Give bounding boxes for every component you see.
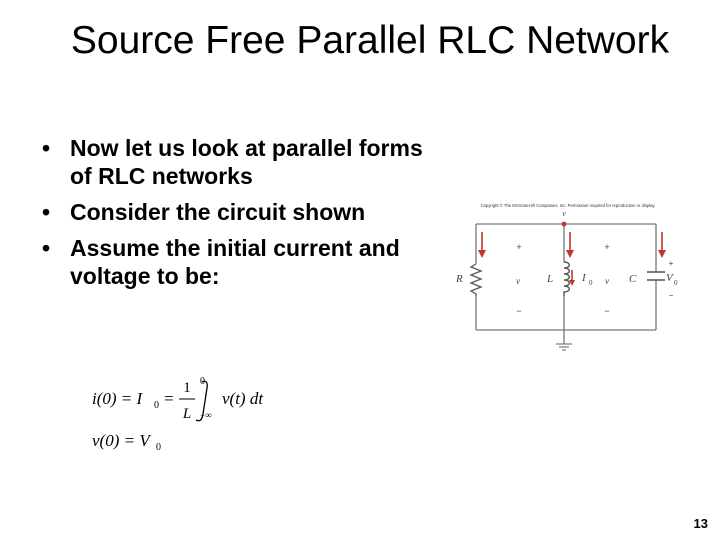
initial-current-label: I <box>581 272 587 284</box>
equation-1-rhs: v(t) dt <box>222 389 264 408</box>
integral-sign-icon <box>195 380 208 422</box>
node-dot <box>561 221 567 227</box>
bullet-glyph: • <box>42 199 51 225</box>
polarity-plus-mid: + <box>604 242 609 252</box>
equation-1-lhs: i(0) = I <box>92 389 144 408</box>
equation-2-subscript: 0 <box>156 442 161 453</box>
initial-voltage-label: V <box>666 272 674 284</box>
polarity-minus-mid: − <box>604 306 609 316</box>
integral-lower-limit: −∞ <box>200 410 212 420</box>
bullet-item: • Consider the circuit shown <box>42 198 442 226</box>
bullet-list: • Now let us look at parallel forms of R… <box>42 134 442 298</box>
bullet-item: • Assume the initial current and voltage… <box>42 234 442 290</box>
polarity-plus-right: + <box>669 259 674 268</box>
polarity-minus-left: − <box>516 306 521 316</box>
page-number: 13 <box>693 516 708 531</box>
initial-voltage-subscript: 0 <box>674 279 678 287</box>
bullet-glyph: • <box>42 135 51 161</box>
fraction-numerator: 1 <box>183 380 191 396</box>
copyright-notice: Copyright © The McGraw-Hill Companies, I… <box>481 203 656 208</box>
resistor-label: R <box>455 273 463 285</box>
current-arrows <box>478 232 666 286</box>
equation-1-equals: = <box>164 389 174 408</box>
inductor-symbol <box>563 261 570 296</box>
bullet-text: Consider the circuit shown <box>70 199 366 225</box>
node-voltage-label: v <box>562 209 566 218</box>
capacitor-label: C <box>629 273 637 285</box>
ground-icon <box>556 343 572 351</box>
capacitor-symbol <box>647 271 665 281</box>
inductor-label: L <box>546 273 553 285</box>
bullet-text: Assume the initial current and voltage t… <box>70 235 400 289</box>
initial-conditions-equations: i(0) = I 0 = 1 L 0 −∞ v(t) dt v(0) = V 0 <box>92 376 264 453</box>
initial-current-subscript: 0 <box>589 279 593 287</box>
bullet-glyph: • <box>42 235 51 261</box>
voltage-label-left: v <box>516 276 520 286</box>
bullet-text: Now let us look at parallel forms of RLC… <box>70 135 423 189</box>
resistor-symbol <box>469 263 483 296</box>
fraction-denominator: L <box>182 406 191 422</box>
bullet-item: • Now let us look at parallel forms of R… <box>42 134 442 190</box>
slide-title: Source Free Parallel RLC Network <box>70 19 670 62</box>
equation-2-lhs: v(0) = V <box>92 431 152 450</box>
polarity-plus-left: + <box>516 242 521 252</box>
rlc-circuit-diagram: Copyright © The McGraw-Hill Companies, I… <box>455 203 678 351</box>
voltage-label-mid: v <box>605 276 609 286</box>
equation-1-subscript: 0 <box>154 400 159 411</box>
polarity-minus-right: − <box>669 291 674 300</box>
